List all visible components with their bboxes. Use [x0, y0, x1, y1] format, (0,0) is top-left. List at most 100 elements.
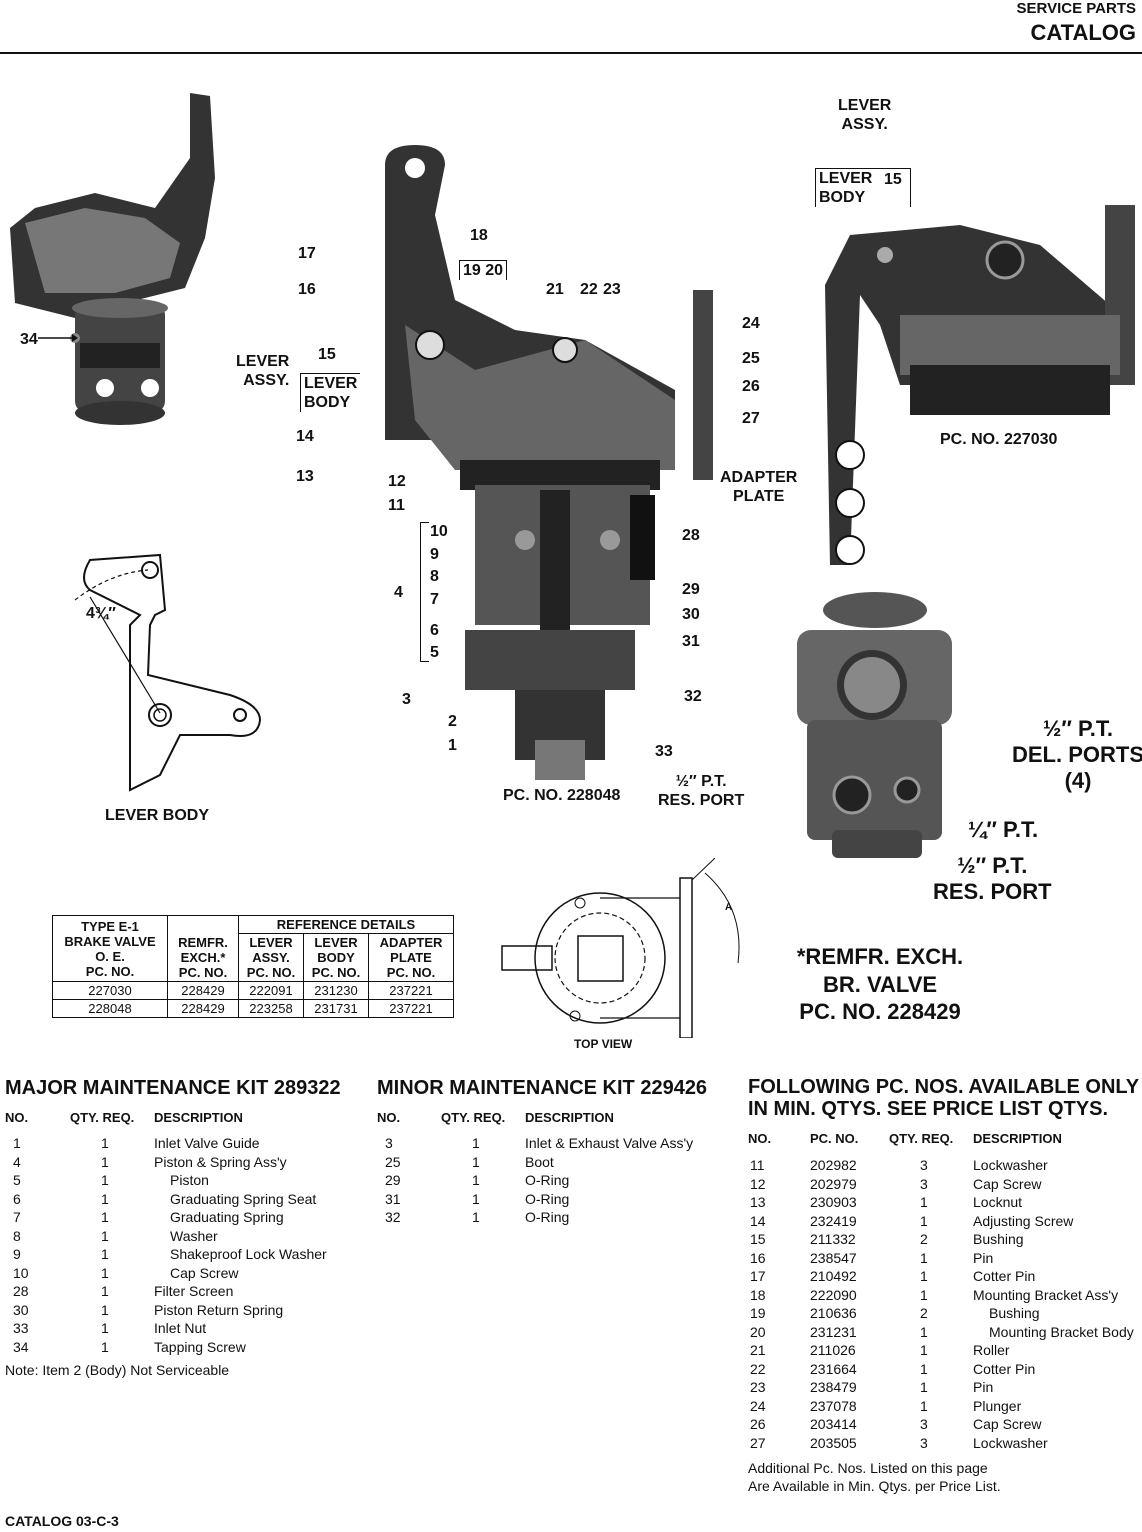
list-cell: 22 [750, 1360, 766, 1377]
list-cell: Washer [170, 1227, 218, 1244]
list-cell: Piston & Spring Ass'y [154, 1153, 287, 1170]
lever-body-drawing [60, 545, 275, 795]
top-view-caption: TOP VIEW [574, 1037, 633, 1051]
callout-15: 15 [318, 346, 336, 363]
min-col-qty: QTY. REQ. [889, 1131, 954, 1146]
list-cell: 1 [101, 1320, 109, 1336]
minor-kit-title: MINOR MAINTENANCE KIT 229426 [377, 1077, 708, 1099]
ref-header-lever-body: LEVER BODY PC. NO. [303, 933, 369, 982]
list-cell: Inlet Valve Guide [154, 1135, 260, 1151]
list-cell: 3 [385, 1135, 393, 1151]
callout-24: 24 [742, 315, 760, 332]
list-cell: Lockwasher [973, 1434, 1048, 1451]
major-col-qty: QTY. REQ. [70, 1110, 135, 1125]
callout-4-bracket [420, 522, 429, 662]
list-cell: 1 [920, 1286, 928, 1303]
callout-21: 21 [546, 281, 564, 298]
list-cell: 1 [920, 1342, 928, 1358]
callout-23: 23 [603, 281, 621, 298]
callout-1: 1 [448, 737, 457, 754]
list-cell: 29 [385, 1172, 401, 1188]
callout-6: 6 [430, 622, 439, 639]
list-cell: 232419 [810, 1212, 857, 1229]
callout-30: 30 [682, 606, 700, 623]
list-cell: O-Ring [525, 1172, 570, 1188]
list-cell: Cap Screw [973, 1175, 1042, 1192]
list-cell: 1 [101, 1227, 109, 1244]
list-cell: 1 [101, 1135, 109, 1151]
major-kit-title: MAJOR MAINTENANCE KIT 289322 [5, 1077, 341, 1099]
callout-15-right: 15 [884, 171, 902, 188]
list-cell: 1 [101, 1338, 109, 1355]
list-cell: 3 [920, 1157, 928, 1173]
minor-col-desc: DESCRIPTION [525, 1110, 614, 1125]
callout-16: 16 [298, 281, 316, 298]
list-cell: Graduating Spring Seat [170, 1190, 317, 1207]
list-cell: 203414 [810, 1416, 857, 1432]
min-qty-note-line1: Additional Pc. Nos. Listed on this page [748, 1460, 988, 1476]
table-row: 227030 228429 222091 231230 237221 [52, 981, 454, 1000]
list-cell: 210492 [810, 1268, 857, 1284]
list-cell: 238547 [810, 1249, 857, 1266]
list-cell: 2 [920, 1231, 928, 1247]
remfr-exch-line2: BR. VALVE [822, 972, 938, 997]
list-cell: Shakeproof Lock Washer [170, 1246, 327, 1262]
remfr-exch-line1: *REMFR. EXCH. [796, 944, 964, 969]
list-cell: 19 [750, 1305, 766, 1321]
list-cell: 3 [920, 1175, 928, 1192]
list-cell: 231231 [810, 1323, 857, 1340]
list-cell: 34 [13, 1338, 29, 1355]
callout-26: 26 [742, 378, 760, 395]
valve-body-illustration-right [787, 590, 962, 865]
list-cell: 1 [101, 1246, 109, 1262]
callout-33: 33 [655, 743, 673, 760]
list-cell: 230903 [810, 1194, 857, 1210]
list-cell: 1 [101, 1264, 109, 1281]
quarter-pt-label: ¼″ P.T. [968, 817, 1039, 842]
list-cell: 1 [920, 1194, 928, 1210]
list-cell: 231664 [810, 1360, 857, 1377]
table-cell: 237221 [368, 981, 454, 1000]
callout-25: 25 [742, 350, 760, 367]
list-cell: Bushing [973, 1231, 1024, 1247]
table-cell: 231230 [303, 981, 369, 1000]
table-cell: 223258 [238, 999, 304, 1018]
callout-32: 32 [684, 688, 702, 705]
table-row: 228048 228429 223258 231731 237221 [52, 999, 454, 1018]
list-cell: 1 [101, 1283, 109, 1299]
table-cell: 228429 [167, 999, 239, 1018]
callout-29: 29 [682, 581, 700, 598]
major-col-no: NO. [5, 1110, 29, 1125]
callout-28: 28 [682, 527, 700, 544]
list-cell: 238479 [810, 1379, 857, 1395]
min-qty-note-line2: Are Available in Min. Qtys. per Price Li… [748, 1478, 1001, 1494]
list-cell: 1 [920, 1379, 928, 1395]
list-cell: O-Ring [525, 1190, 570, 1207]
pc-no-227030: PC. NO. 227030 [940, 431, 1058, 448]
list-cell: 28 [13, 1283, 29, 1299]
pc-no-228048: PC. NO. 228048 [503, 787, 621, 804]
ref-header-type: TYPE E-1 BRAKE VALVE O. E. PC. NO. [52, 915, 168, 982]
res-port-label-mid: ½″ P.T. RES. PORT [658, 773, 745, 809]
list-cell: 1 [920, 1212, 928, 1229]
list-cell: Cotter Pin [973, 1268, 1036, 1284]
footer-catalog-number: CATALOG 03-C-3 [5, 1513, 119, 1529]
list-cell: 1 [101, 1301, 109, 1318]
list-cell: 2 [920, 1305, 928, 1321]
list-cell: 1 [472, 1172, 480, 1188]
list-cell: Tapping Screw [154, 1338, 246, 1355]
list-cell: 7 [13, 1209, 21, 1225]
